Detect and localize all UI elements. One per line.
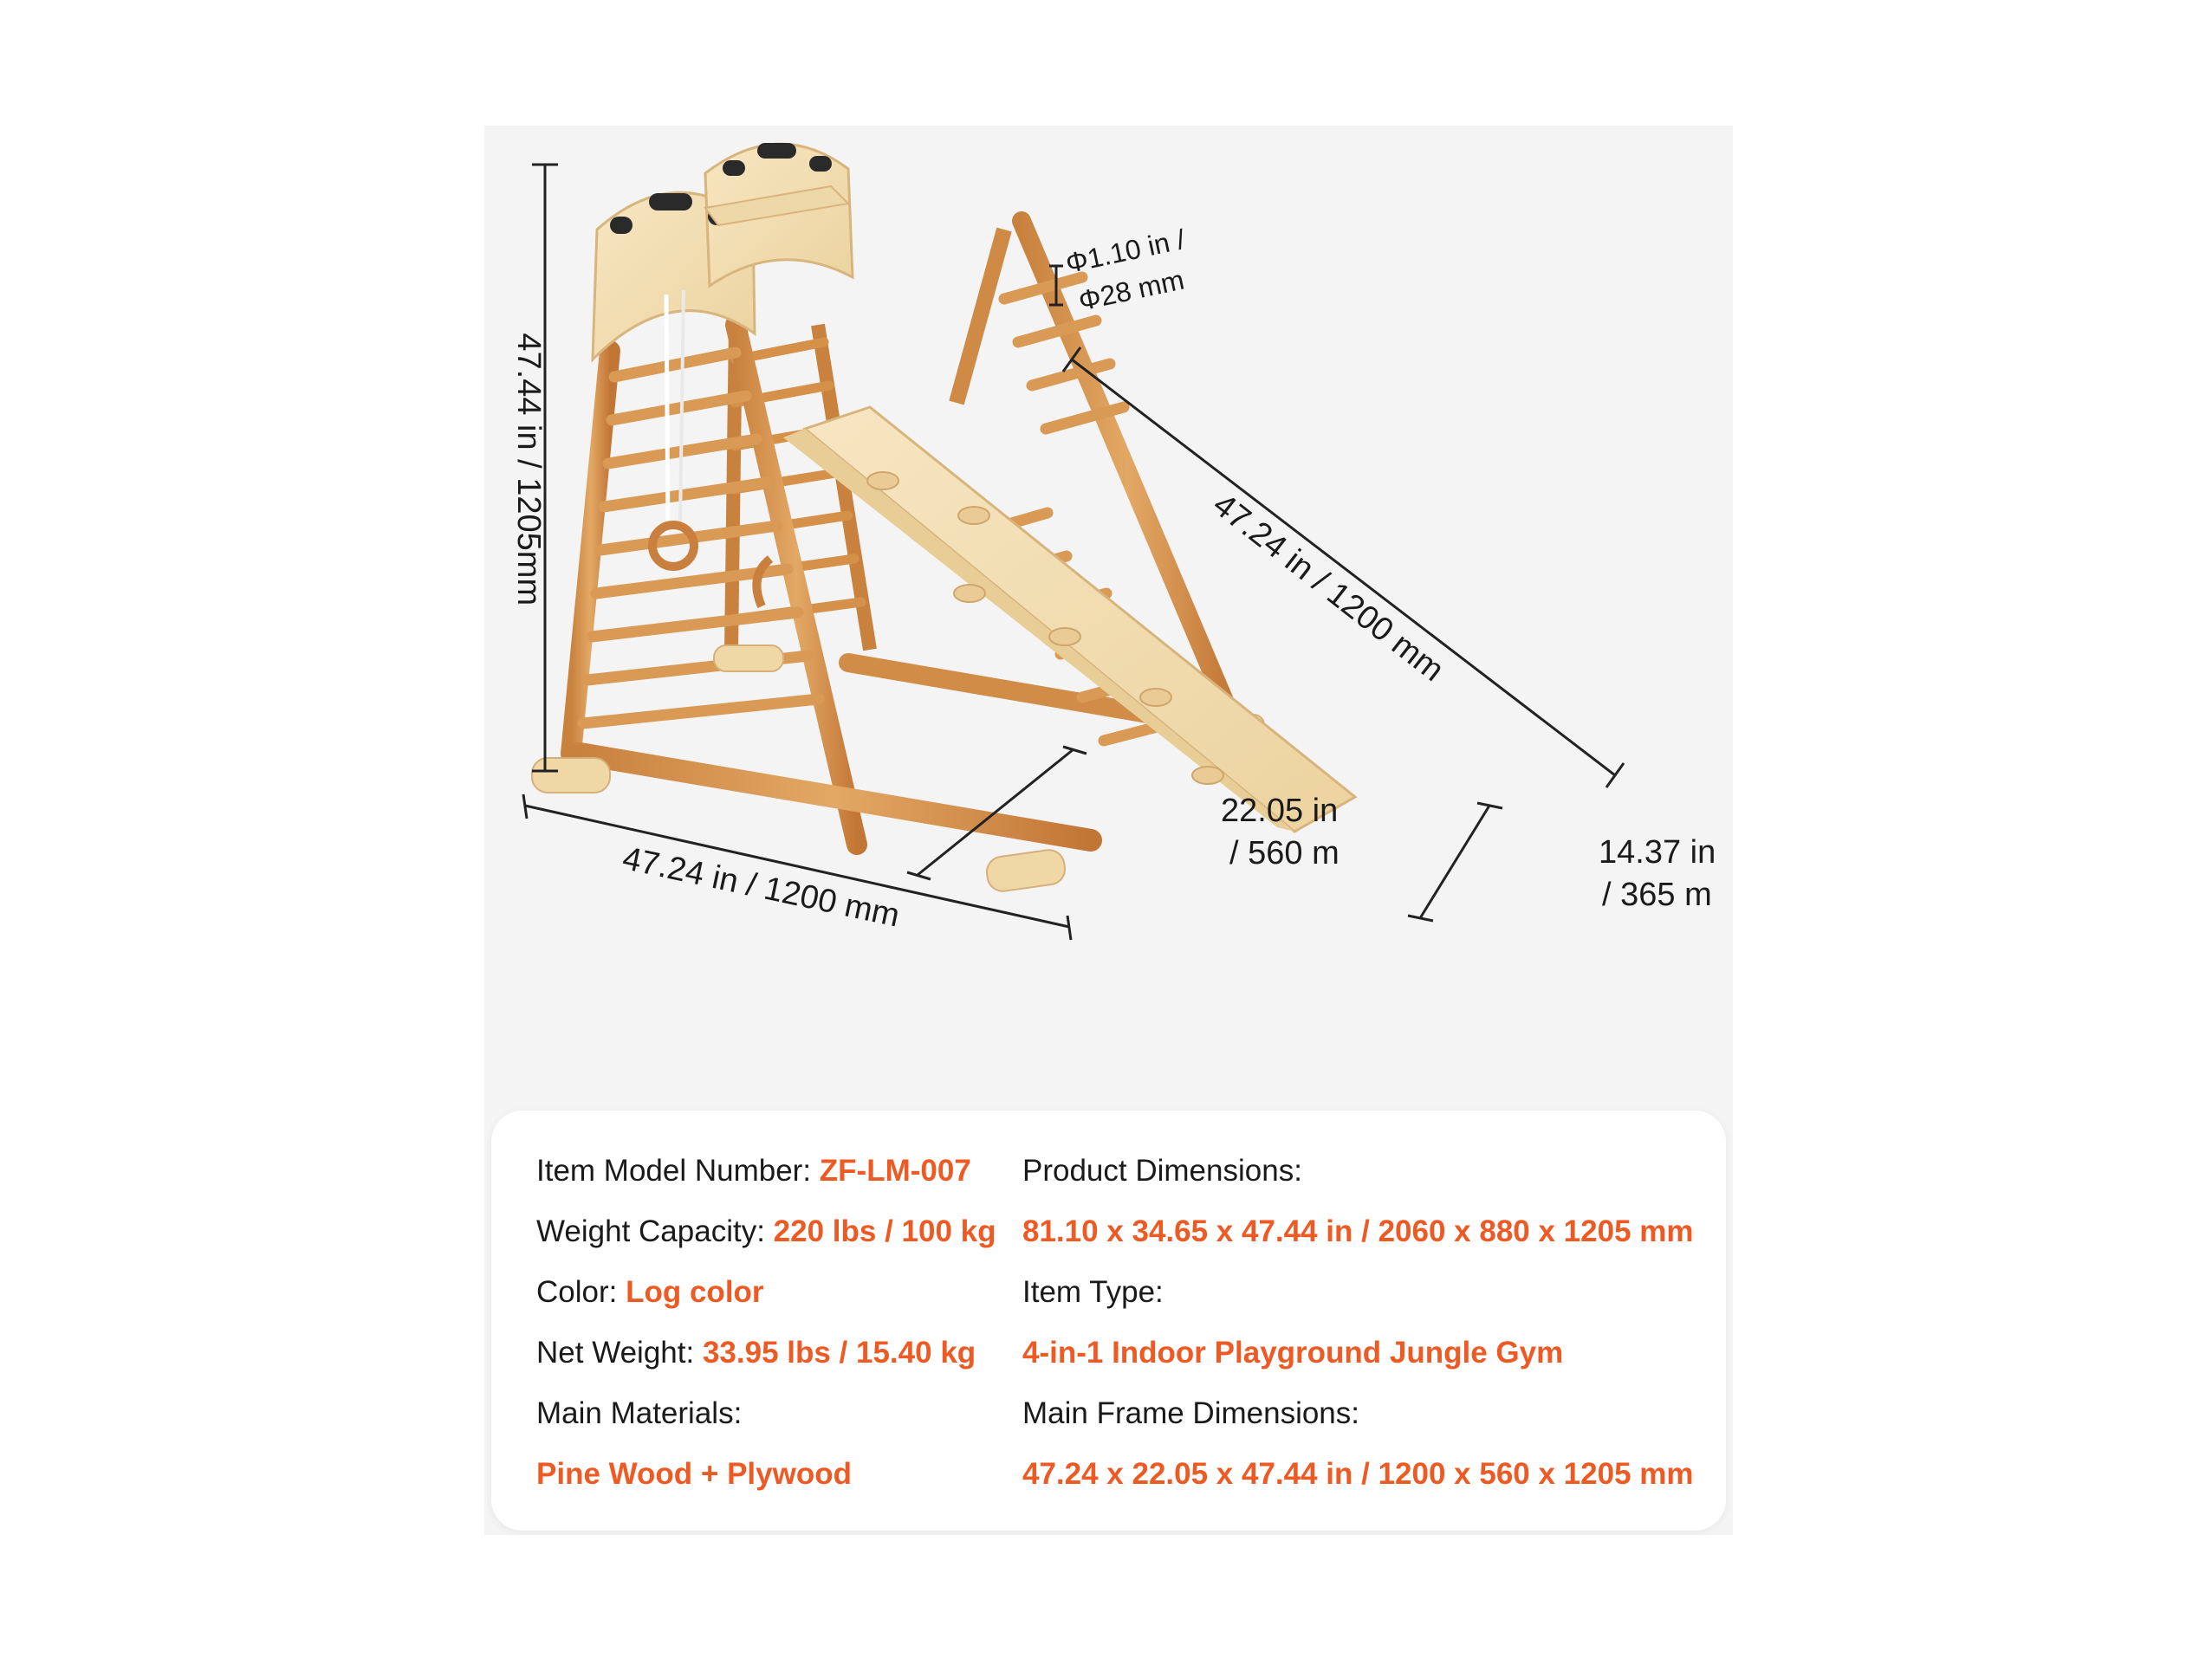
height-dimension-label: 47.44 in / 1205mm <box>509 333 547 606</box>
dimension-lines <box>522 163 1625 941</box>
spec-net-weight: Net Weight: 33.95 lbs / 15.40 kg <box>536 1336 976 1370</box>
spec-materials-label: Main Materials: <box>536 1396 743 1430</box>
spec-product-dimensions-label: Product Dimensions: <box>1022 1154 1302 1188</box>
spec-net-weight-label: Net Weight: <box>536 1336 695 1370</box>
gym-ring <box>648 289 774 608</box>
top-arches <box>591 142 854 363</box>
spec-product-dimensions-value: 81.10 x 34.65 x 47.44 in / 2060 x 880 x … <box>1022 1214 1694 1248</box>
spec-model: Item Model Number: ZF-LM-007 <box>536 1154 971 1188</box>
spec-model-label: Item Model Number: <box>536 1154 812 1188</box>
slide-width-label-line1: 14.37 in <box>1599 834 1716 871</box>
product-panel: 47.44 in / 1205mm Φ1.10 in / Φ28 mm 47.2… <box>484 126 1733 1535</box>
frame-depth-label-line1: 22.05 in <box>1221 793 1339 829</box>
spec-color: Color: Log color <box>536 1275 764 1310</box>
spec-frame-dimensions-label: Main Frame Dimensions: <box>1022 1396 1359 1430</box>
spec-item-type-value: 4-in-1 Indoor Playground Jungle Gym <box>1022 1336 1564 1370</box>
spec-frame-dimensions-value: 47.24 x 22.05 x 47.44 in / 1200 x 560 x … <box>1022 1457 1694 1491</box>
climbing-slide <box>783 405 1358 833</box>
spec-materials-value: Pine Wood + Plywood <box>536 1457 852 1491</box>
spec-capacity: Weight Capacity: 220 lbs / 100 kg <box>536 1214 996 1249</box>
spec-capacity-label: Weight Capacity: <box>536 1214 765 1248</box>
frame-depth-label-line2: / 560 m <box>1229 835 1340 871</box>
spec-net-weight-value: 33.95 lbs / 15.40 kg <box>702 1336 976 1370</box>
climbing-triangle-illustration <box>522 142 1625 941</box>
slide-width-label-line2: / 365 m <box>1602 877 1712 913</box>
spec-item-type-label: Item Type: <box>1022 1275 1164 1309</box>
spec-capacity-value: 220 lbs / 100 kg <box>773 1214 996 1248</box>
spec-color-label: Color: <box>536 1275 618 1309</box>
specifications-card: Item Model Number: ZF-LM-007 Weight Capa… <box>491 1111 1726 1531</box>
spec-model-value: ZF-LM-007 <box>819 1154 971 1188</box>
spec-color-value: Log color <box>626 1275 764 1309</box>
